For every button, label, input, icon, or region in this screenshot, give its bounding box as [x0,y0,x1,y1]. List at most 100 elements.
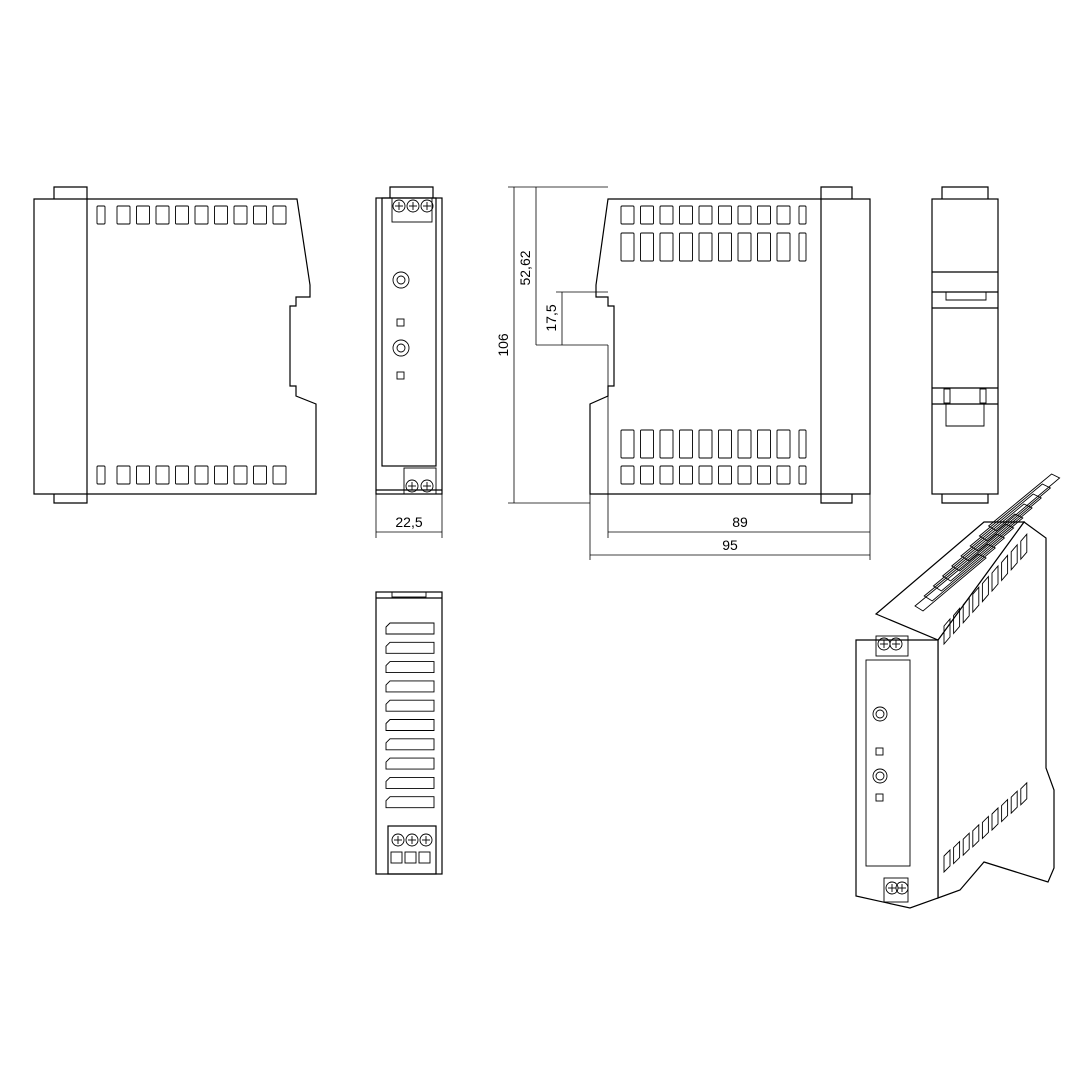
vent-slot [972,585,980,614]
vent-slot [233,465,248,485]
vent-slot [981,815,989,840]
vent-slot [718,205,732,225]
vent-rib [385,699,435,712]
vent-slot [776,232,791,262]
potentiometer-icon [392,339,410,357]
vent-ribs [914,473,1061,612]
vent-slot [798,429,807,459]
vent-slot [194,465,209,485]
vent-slots [943,532,1028,874]
vent-rib [960,503,1033,562]
left-side-view [33,186,317,504]
vent-slot [757,232,771,262]
vent-rib [385,738,435,751]
vent-rib [923,543,997,602]
vent-rib [385,796,435,809]
vent-slot [1010,543,1018,572]
front-view: 22,5 [375,186,443,538]
vent-ribs [385,622,435,809]
vent-rib [385,776,435,789]
vent-slot [776,205,791,225]
vent-slot [698,205,713,225]
vent-rib [978,483,1052,542]
vent-slots [620,205,807,485]
dimension-depth-95: 95 [722,537,738,553]
vent-slot [136,205,150,225]
vent-rib [914,553,987,612]
vent-slot [679,429,693,459]
vent-slot [659,232,674,262]
potentiometer-icon [392,271,410,289]
vent-slot [991,806,999,832]
vent-rib [969,493,1043,552]
vent-slot [737,429,752,459]
vent-slot [698,465,713,485]
vent-slot [640,205,654,225]
vent-slot [943,848,951,874]
vent-slot [757,429,771,459]
top-view [375,591,443,875]
led-indicator [875,793,884,802]
vent-slot [253,205,267,225]
vent-slot [737,232,752,262]
vent-slot [962,596,970,625]
vent-slot [155,205,170,225]
vent-slot [757,465,771,485]
vent-slot [194,205,209,225]
vent-slot [96,205,106,225]
vent-slot [96,465,106,485]
right-side-view: 106 52,62 17,5 89 95 [495,186,871,560]
vent-slot [640,465,654,485]
vent-rib [385,622,435,635]
vent-rib [385,680,435,693]
dimension-depth-89: 89 [732,514,748,530]
potentiometer-icon [872,768,888,784]
vent-slots-bottom [96,465,287,485]
vent-slot [272,465,287,485]
vent-slot [737,465,752,485]
vent-rib [385,641,435,654]
vent-slot [659,429,674,459]
vent-slot [155,465,170,485]
vent-slot [620,205,635,225]
vent-slot [175,205,189,225]
rear-view [931,186,999,504]
vent-slot [1001,554,1009,582]
dimension-front-width: 22,5 [395,514,422,530]
vent-slots-top [96,205,287,225]
vent-rib [932,533,1006,592]
vent-slot [718,232,732,262]
vent-slot [640,429,654,459]
vent-slot [718,465,732,485]
vent-slot [659,205,674,225]
vent-slot [798,232,807,262]
vent-rib [987,473,1061,532]
vent-slot [1020,532,1028,561]
vent-slot [620,465,635,485]
dimension-height: 106 [495,333,511,357]
vent-rib [951,513,1024,572]
vent-slot [1020,781,1028,806]
potentiometer-icon [872,706,888,722]
vent-slot [972,823,980,848]
vent-slot [233,205,248,225]
dimension-rail-height: 17,5 [543,304,559,331]
vent-slot [718,429,732,459]
vent-slot [214,465,228,485]
vent-slot [116,205,131,225]
vent-slot [962,832,970,857]
vent-slot [981,575,989,603]
vent-rib [941,523,1015,582]
vent-slot [943,617,951,646]
vent-slot [679,465,693,485]
vent-slot [776,429,791,459]
vent-rib [385,661,435,674]
vent-slot [214,205,228,225]
vent-slot [679,232,693,262]
vent-slot [620,232,635,262]
vent-slot [175,465,189,485]
vent-slot [136,465,150,485]
vent-slot [776,465,791,485]
vent-slot [679,205,693,225]
